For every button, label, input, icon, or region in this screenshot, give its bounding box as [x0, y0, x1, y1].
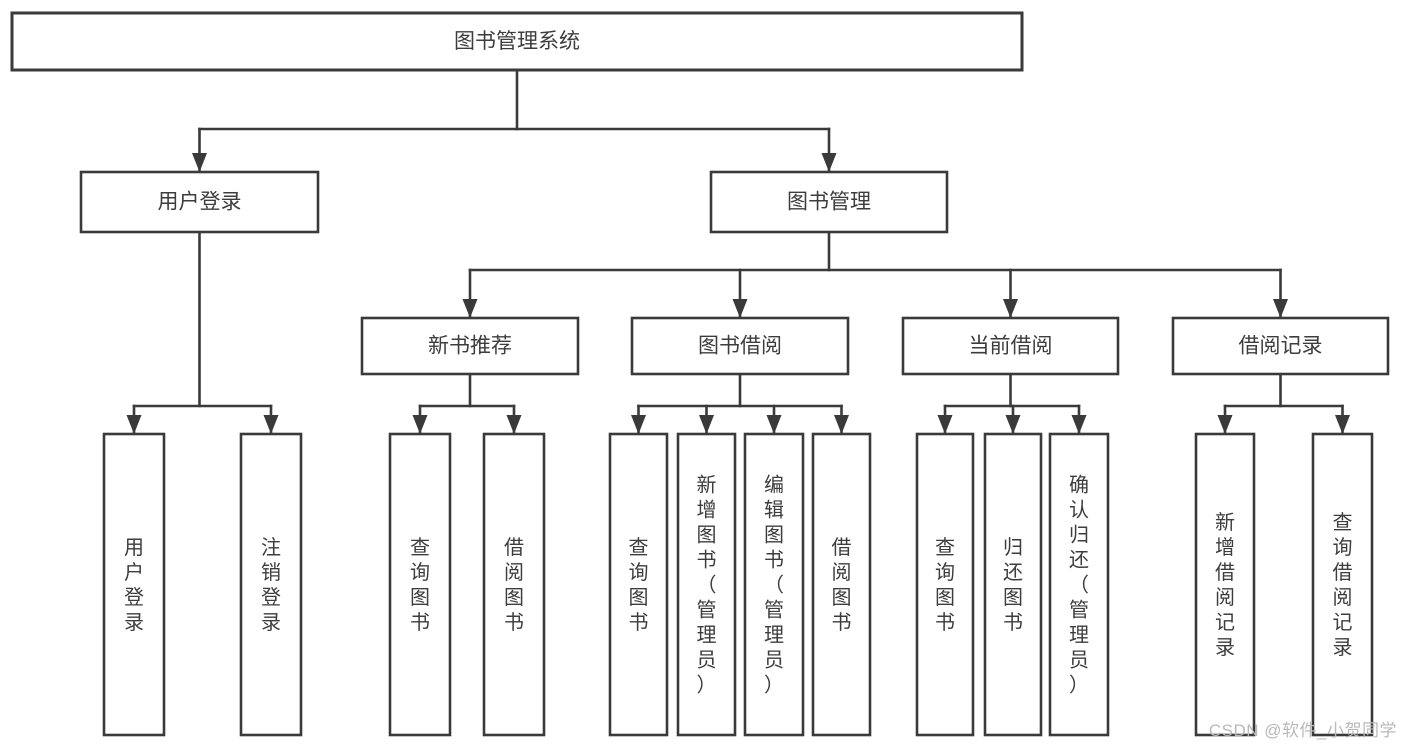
node-leaf-bor-2[interactable]: 新增图书（管理员）: [676, 432, 737, 737]
node-box[interactable]: [676, 432, 737, 737]
node-label: 用户登录: [158, 191, 242, 214]
arrow-head-icon: [1273, 299, 1288, 318]
connector-group: [192, 68, 837, 173]
node-leaf-login-1[interactable]: 用户登录: [102, 432, 166, 737]
arrow-head-icon: [412, 415, 428, 434]
node-box[interactable]: [360, 316, 580, 376]
node-login[interactable]: 用户登录: [79, 170, 320, 234]
node-label: 借阅图书: [504, 536, 524, 634]
arrow-head-icon: [192, 153, 207, 172]
node-label: 编辑图书（管理员）: [764, 474, 784, 697]
arrow-head-icon: [834, 415, 849, 434]
node-leaf-login-2[interactable]: 注销登录: [239, 432, 303, 737]
arrow-head-icon: [821, 153, 837, 172]
node-label: 归还图书: [1003, 536, 1023, 634]
arrow-head-icon: [1071, 415, 1087, 434]
node-leaf-cur-3[interactable]: 确认归还（管理员）: [1048, 432, 1110, 737]
node-bookmgmt[interactable]: 图书管理: [709, 170, 949, 234]
node-box[interactable]: [608, 432, 669, 737]
node-box[interactable]: [1171, 316, 1390, 376]
node-box[interactable]: [482, 432, 546, 737]
arrow-head-icon: [1217, 415, 1233, 434]
node-label: 借阅图书: [832, 536, 852, 634]
node-leaf-cur-2[interactable]: 归还图书: [983, 432, 1043, 737]
arrow-head-icon: [1335, 415, 1350, 434]
node-borrow[interactable]: 图书借阅: [630, 316, 850, 376]
arrow-head-icon: [766, 415, 782, 434]
connector-group: [462, 230, 1288, 319]
node-box[interactable]: [10, 11, 1024, 72]
node-box[interactable]: [1194, 432, 1256, 737]
node-label: 当前借阅: [969, 335, 1053, 358]
node-leaf-new-2[interactable]: 借阅图书: [482, 432, 546, 737]
node-current[interactable]: 当前借阅: [901, 316, 1120, 376]
node-box[interactable]: [388, 432, 452, 737]
node-label: 注销登录: [261, 536, 281, 634]
node-leaf-bor-1[interactable]: 查询图书: [608, 432, 669, 737]
node-newbooks[interactable]: 新书推荐: [360, 316, 580, 376]
node-label: 查询图书: [935, 536, 955, 634]
node-root[interactable]: 图书管理系统: [10, 11, 1024, 72]
connector-group: [412, 372, 522, 435]
arrow-head-icon: [631, 415, 646, 434]
node-leaf-rec-1[interactable]: 新增借阅记录: [1194, 432, 1256, 737]
node-label: 新增图书（管理员）: [697, 474, 717, 697]
node-label: 用户登录: [124, 537, 144, 634]
node-box[interactable]: [743, 432, 805, 737]
node-label: 确认归还（管理员）: [1069, 474, 1089, 697]
node-box[interactable]: [239, 432, 303, 737]
connector-group: [1217, 372, 1350, 435]
connector-layer: [126, 68, 1350, 435]
arrow-head-icon: [699, 415, 714, 434]
node-layer: 图书管理系统用户登录图书管理新书推荐图书借阅当前借阅借阅记录用户登录注销登录查询…: [10, 11, 1390, 737]
arrow-head-icon: [462, 299, 478, 318]
node-leaf-cur-1[interactable]: 查询图书: [915, 432, 975, 737]
node-label: 图书借阅: [698, 335, 782, 358]
arrow-head-icon: [506, 415, 522, 434]
node-leaf-bor-3[interactable]: 编辑图书（管理员）: [743, 432, 805, 737]
node-label: 新书推荐: [428, 335, 512, 358]
arrow-head-icon: [732, 299, 748, 318]
node-records[interactable]: 借阅记录: [1171, 316, 1390, 376]
node-label: 查询图书: [629, 536, 649, 634]
node-label: 查询图书: [410, 536, 430, 634]
node-label: 图书管理系统: [454, 30, 580, 53]
node-box[interactable]: [79, 170, 320, 234]
arrow-head-icon: [937, 415, 953, 434]
node-box[interactable]: [1311, 432, 1374, 737]
node-box[interactable]: [983, 432, 1043, 737]
arrow-head-icon: [263, 415, 279, 434]
node-label: 查询借阅记录: [1333, 511, 1353, 659]
node-box[interactable]: [915, 432, 975, 737]
node-label: 借阅记录: [1239, 335, 1323, 358]
connector-group: [937, 372, 1087, 435]
node-box[interactable]: [709, 170, 949, 234]
node-box[interactable]: [901, 316, 1120, 376]
node-box[interactable]: [102, 432, 166, 737]
node-leaf-new-1[interactable]: 查询图书: [388, 432, 452, 737]
connector-group: [631, 372, 849, 435]
node-box[interactable]: [630, 316, 850, 376]
node-leaf-bor-4[interactable]: 借阅图书: [811, 432, 872, 737]
node-label: 图书管理: [787, 191, 871, 214]
arrow-head-icon: [1003, 299, 1018, 318]
node-box[interactable]: [811, 432, 872, 737]
node-leaf-rec-2[interactable]: 查询借阅记录: [1311, 432, 1374, 737]
connector-group: [126, 230, 279, 435]
arrow-head-icon: [126, 415, 142, 434]
arrow-head-icon: [1005, 415, 1021, 434]
node-label: 新增借阅记录: [1215, 511, 1235, 659]
node-box[interactable]: [1048, 432, 1110, 737]
